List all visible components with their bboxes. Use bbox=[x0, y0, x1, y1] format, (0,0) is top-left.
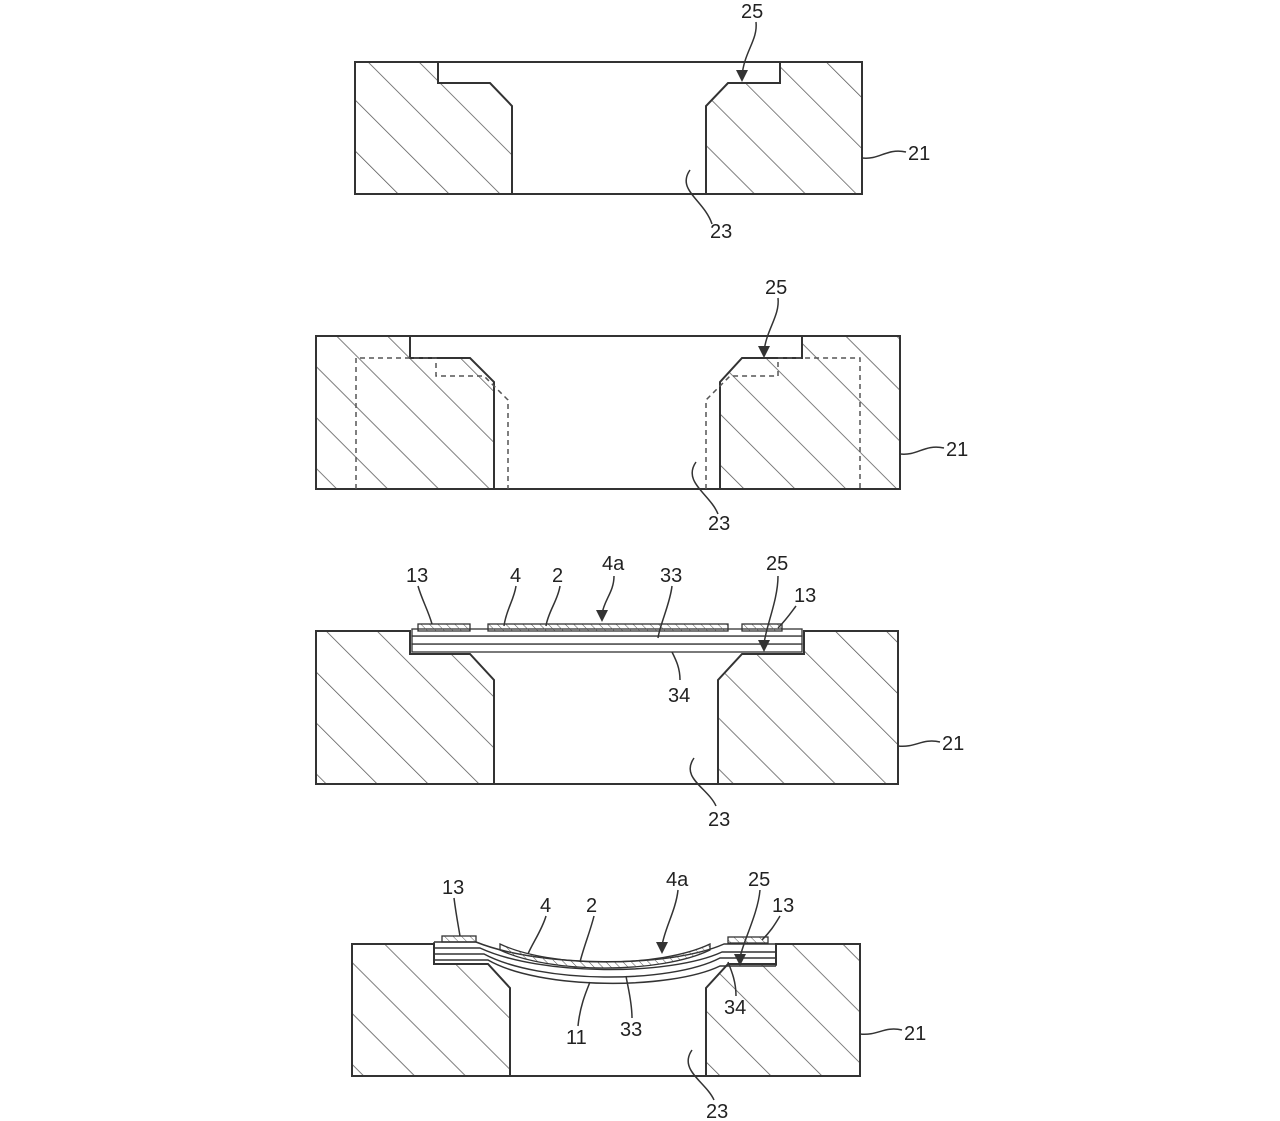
label-film: 4a bbox=[602, 553, 625, 575]
leader-die bbox=[861, 150, 907, 159]
arrowhead-recess bbox=[734, 954, 746, 966]
label-hole: 23 bbox=[706, 1101, 728, 1121]
sheet-layer-33 bbox=[411, 635, 803, 645]
pattern-layer-2 bbox=[487, 623, 729, 632]
leader-recess bbox=[763, 297, 779, 353]
leader-pad-left bbox=[453, 897, 461, 937]
die-left-body bbox=[315, 630, 495, 785]
die-left-body bbox=[351, 943, 511, 1077]
figure-4: 13 4 2 4a 25 13 34 11 33 21 23 bbox=[351, 869, 926, 1121]
label-layer33: 33 bbox=[660, 565, 682, 587]
die-right-body bbox=[717, 630, 899, 785]
previous-outline-right bbox=[705, 357, 861, 489]
leader-recess bbox=[763, 575, 779, 645]
pattern-layer-2 bbox=[499, 942, 711, 969]
label-pad-left: 13 bbox=[406, 565, 428, 587]
leader-layer2 bbox=[579, 915, 595, 963]
figure-2: 25 21 23 bbox=[315, 277, 968, 535]
label-recess: 25 bbox=[741, 1, 763, 23]
pad-right bbox=[741, 623, 783, 632]
leader-hole bbox=[685, 169, 713, 225]
sheet-layer-bottom bbox=[434, 959, 776, 984]
label-die: 21 bbox=[946, 439, 968, 461]
sheet-layer-11 bbox=[434, 953, 776, 978]
label-hole: 23 bbox=[710, 221, 732, 243]
label-pad-right: 13 bbox=[772, 895, 794, 917]
label-die: 21 bbox=[942, 733, 964, 755]
leader-layer4 bbox=[527, 915, 547, 955]
leader-die bbox=[897, 740, 941, 747]
label-layer33: 33 bbox=[620, 1019, 642, 1041]
label-layer4: 4 bbox=[540, 895, 551, 917]
leader-hole bbox=[689, 757, 717, 807]
leader-layer34 bbox=[671, 651, 681, 681]
sheet-layer-33 bbox=[434, 947, 776, 971]
leader-layer11 bbox=[577, 981, 591, 1027]
arrowhead-recess bbox=[758, 640, 770, 652]
previous-outline-left bbox=[355, 357, 509, 489]
label-pad-left: 13 bbox=[442, 877, 464, 899]
label-die: 21 bbox=[908, 143, 930, 165]
die-left-body bbox=[315, 335, 495, 490]
leader-layer33 bbox=[657, 585, 673, 639]
label-film: 4a bbox=[666, 869, 689, 891]
leader-film bbox=[601, 575, 615, 615]
label-hole: 23 bbox=[708, 513, 730, 535]
label-layer2: 2 bbox=[586, 895, 597, 917]
label-recess: 25 bbox=[766, 553, 788, 575]
leader-die bbox=[859, 1028, 903, 1035]
label-layer34: 34 bbox=[724, 997, 746, 1019]
label-die: 21 bbox=[904, 1023, 926, 1045]
arrowhead-recess bbox=[758, 346, 770, 358]
leader-layer2 bbox=[545, 585, 561, 627]
pad-right bbox=[727, 936, 769, 944]
arrowhead-recess bbox=[736, 70, 748, 82]
label-layer2: 2 bbox=[552, 565, 563, 587]
pad-left bbox=[441, 935, 477, 943]
sheet-layer-34 bbox=[411, 643, 803, 653]
leader-layer34 bbox=[727, 961, 737, 997]
arrowhead-film bbox=[596, 610, 608, 622]
leader-hole bbox=[691, 461, 719, 515]
die-left-body bbox=[354, 61, 513, 195]
leader-recess bbox=[739, 889, 761, 959]
label-recess: 25 bbox=[765, 277, 787, 299]
leader-film bbox=[661, 889, 679, 947]
label-recess: 25 bbox=[748, 869, 770, 891]
label-layer34: 34 bbox=[668, 685, 690, 707]
leader-pad-left bbox=[417, 585, 433, 625]
leader-die bbox=[899, 446, 945, 455]
pad-left bbox=[417, 623, 471, 632]
figure-3: 13 4 2 4a 33 25 13 34 21 23 bbox=[315, 553, 964, 831]
label-pad-right: 13 bbox=[794, 585, 816, 607]
leader-pad-right bbox=[777, 605, 797, 629]
leader-layer4 bbox=[503, 585, 517, 627]
leader-layer33 bbox=[625, 975, 633, 1019]
label-layer11: 11 bbox=[566, 1027, 587, 1049]
arrowhead-film bbox=[656, 942, 668, 954]
figure-1: 25 21 23 bbox=[354, 1, 930, 243]
label-hole: 23 bbox=[708, 809, 730, 831]
label-layer4: 4 bbox=[510, 565, 521, 587]
die-right-body bbox=[705, 61, 863, 195]
leader-hole bbox=[687, 1049, 715, 1101]
leader-pad-right bbox=[761, 915, 781, 941]
die-right-body bbox=[719, 335, 901, 490]
leader-recess bbox=[741, 21, 757, 77]
